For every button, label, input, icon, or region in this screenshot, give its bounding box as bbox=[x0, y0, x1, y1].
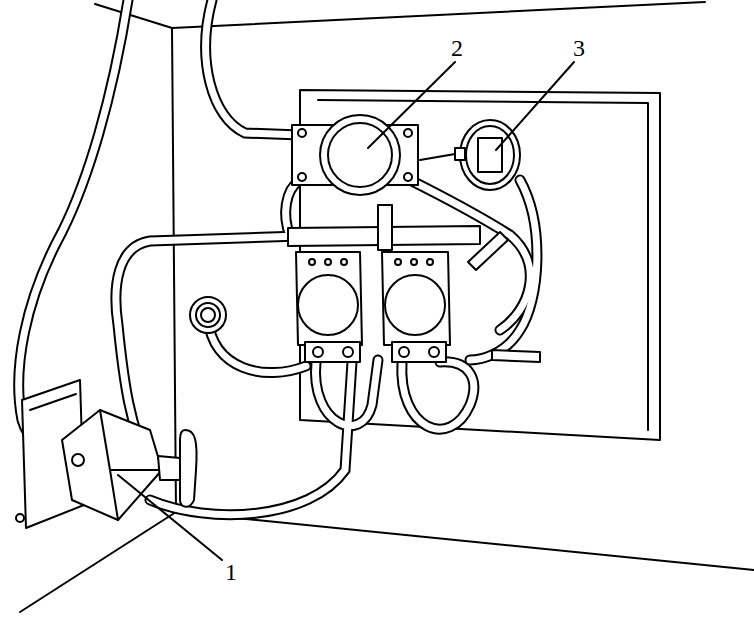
callout-number: 1 bbox=[224, 560, 238, 584]
callout-number: 2 bbox=[450, 36, 464, 60]
callout-number: 3 bbox=[572, 36, 586, 60]
